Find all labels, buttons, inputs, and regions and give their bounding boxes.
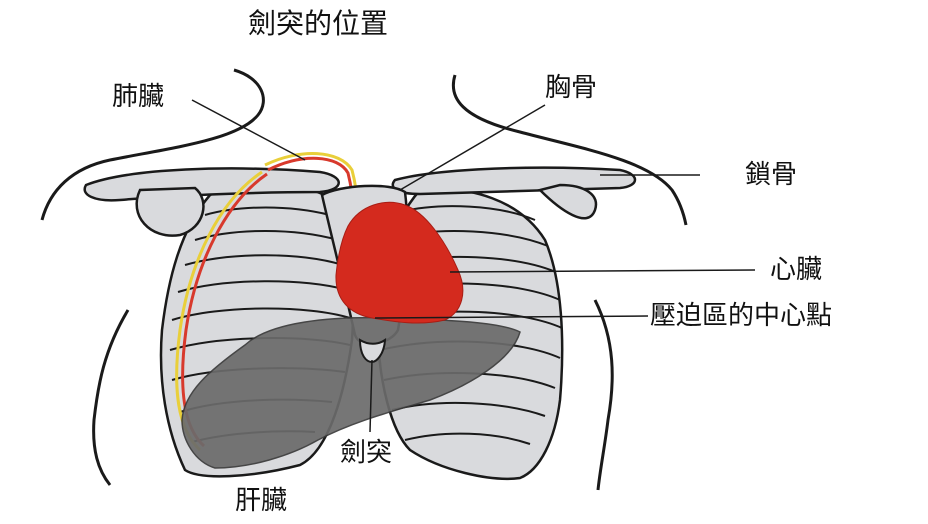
label-pressure-point: 壓迫區的中心點 (650, 303, 832, 329)
label-clavicle: 鎖骨 (745, 162, 797, 188)
diagram-title: 劍突的位置 (248, 10, 388, 38)
label-sternum: 胸骨 (545, 75, 597, 101)
scapula-left (137, 188, 204, 236)
label-liver: 肝臟 (235, 488, 287, 514)
scapula-right (540, 185, 596, 218)
label-heart: 心臟 (770, 257, 822, 283)
clavicle-right (393, 168, 635, 194)
label-xiphoid: 劍突 (340, 440, 392, 466)
label-lung: 肺臟 (112, 84, 164, 110)
